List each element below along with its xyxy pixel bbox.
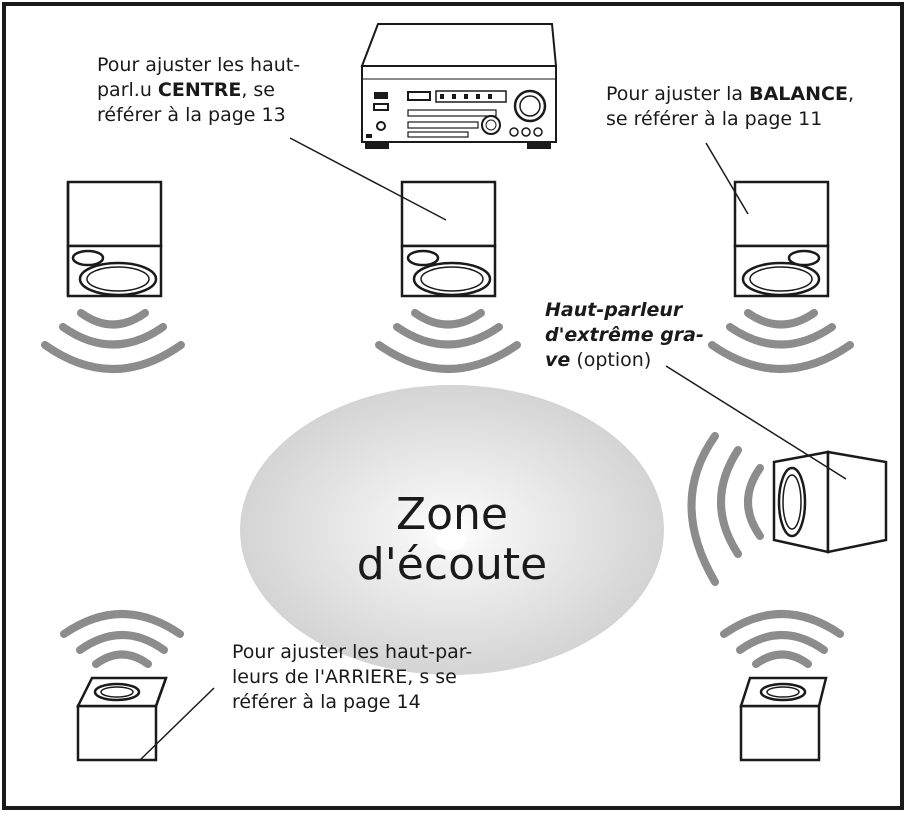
front-center-speaker-icon bbox=[400, 180, 497, 298]
rear-speakers-label: Pour ajuster les haut-par- leurs de l'AR… bbox=[232, 640, 502, 715]
rear-left-speaker-icon bbox=[75, 676, 168, 762]
center-label-line-2: parl.u CENTRE, se bbox=[97, 78, 357, 103]
subwoofer-label-line-3: ve (option) bbox=[545, 348, 735, 373]
center-label-text-end: , se bbox=[241, 79, 275, 101]
listening-zone bbox=[240, 385, 664, 675]
front-center-sound-waves bbox=[375, 309, 521, 373]
front-left-sound-waves bbox=[41, 309, 185, 373]
rear-right-speaker-icon bbox=[739, 676, 828, 762]
rear-label-line-3: référer à la page 14 bbox=[232, 691, 421, 713]
subwoofer-icon bbox=[772, 450, 888, 554]
center-label-line-1: Pour ajuster les haut- bbox=[97, 54, 301, 76]
center-speaker-label: Pour ajuster les haut- parl.u CENTRE, se… bbox=[97, 53, 357, 128]
center-label-keyword: CENTRE bbox=[157, 79, 242, 101]
subwoofer-sound-waves bbox=[687, 432, 764, 586]
subwoofer-label: Haut-parleur d'extrême gra- ve (option) bbox=[545, 298, 735, 373]
rear-label-line-2: leurs de l'ARRIERE, s se bbox=[232, 666, 457, 688]
receiver-icon bbox=[360, 23, 558, 149]
balance-label-line-2: se référer à la page 11 bbox=[606, 108, 823, 130]
subwoofer-label-keyword: ve bbox=[545, 349, 571, 371]
balance-label: Pour ajuster la BALANCE, se référer à la… bbox=[606, 82, 876, 132]
rear-right-sound-waves bbox=[720, 610, 844, 668]
front-right-sound-waves bbox=[708, 309, 854, 373]
subwoofer-label-option: (option) bbox=[570, 349, 652, 371]
center-label-text: parl.u bbox=[97, 79, 158, 101]
subwoofer-label-line-1: Haut-parleur bbox=[545, 299, 683, 321]
rear-left-sound-waves bbox=[60, 610, 184, 668]
zone-label-line-2: d'écoute bbox=[356, 539, 548, 590]
balance-label-text: Pour ajuster la bbox=[606, 83, 750, 105]
center-label-line-3: référer à la page 13 bbox=[97, 104, 286, 126]
front-right-speaker-icon bbox=[733, 180, 830, 298]
rear-label-line-1: Pour ajuster les haut-par- bbox=[232, 641, 473, 663]
center-leader-line bbox=[289, 137, 447, 221]
rear-leader-line bbox=[139, 687, 215, 761]
subwoofer-label-line-2: d'extrême gra- bbox=[545, 324, 704, 346]
subwoofer-leader-line bbox=[665, 365, 847, 480]
balance-label-keyword: BALANCE bbox=[749, 83, 848, 105]
balance-label-line-1: Pour ajuster la BALANCE, bbox=[606, 82, 876, 107]
balance-leader-line bbox=[705, 142, 749, 215]
zone-label-line-1: Zone bbox=[395, 489, 509, 540]
front-left-speaker-icon bbox=[66, 180, 163, 298]
listening-zone-label: Zone d'écoute bbox=[322, 490, 582, 590]
balance-label-text-end: , bbox=[847, 83, 854, 105]
